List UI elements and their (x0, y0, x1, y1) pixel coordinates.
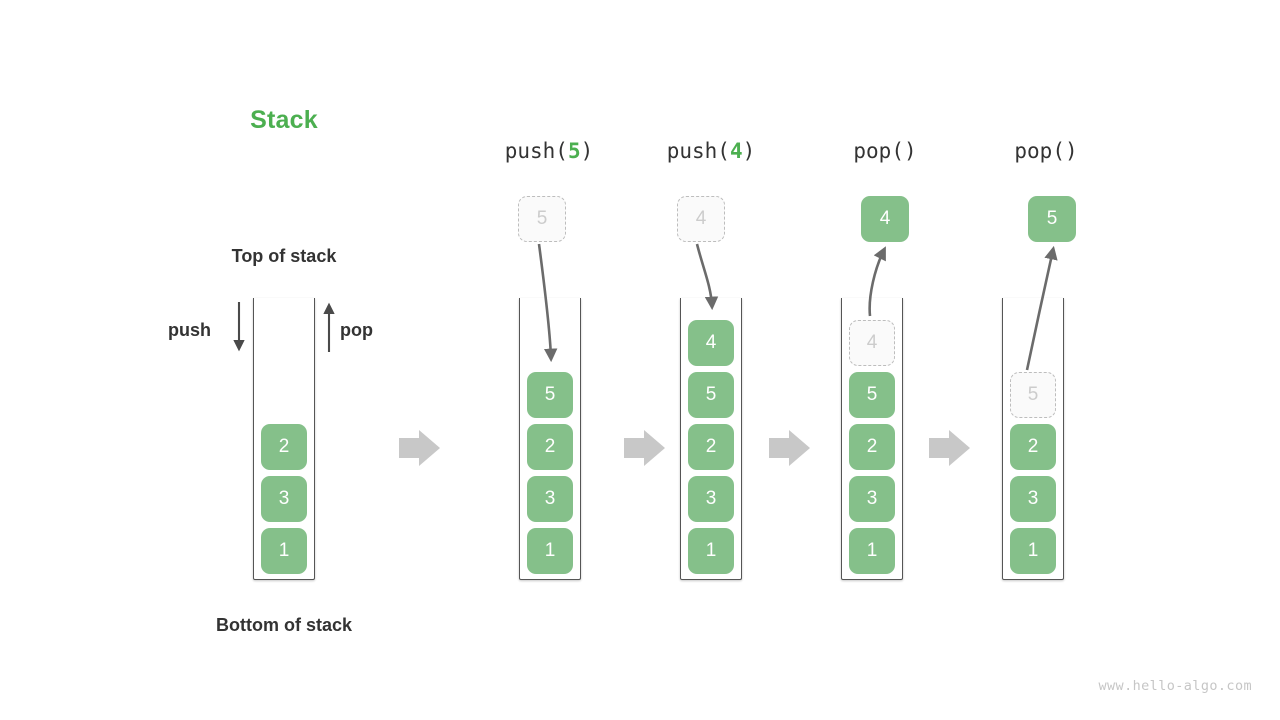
stack-node: 5 (688, 372, 734, 418)
right-block-arrow-icon (624, 430, 665, 466)
watermark: www.hello-algo.com (1098, 678, 1252, 694)
stack-node: 2 (849, 424, 895, 470)
caption-full: pop() (853, 139, 917, 163)
stack-node: 2 (688, 424, 734, 470)
stack-node: 2 (261, 424, 307, 470)
floating-node: 4 (677, 196, 725, 242)
page-title: Stack (250, 106, 318, 134)
caption-argument: 4 (729, 139, 743, 163)
stack-node: 3 (849, 476, 895, 522)
stack-node: 3 (261, 476, 307, 522)
pop-label: pop (340, 320, 373, 340)
stack-node: 3 (688, 476, 734, 522)
stack-node: 1 (688, 528, 734, 574)
caption-prefix: push( (504, 139, 568, 163)
stack-node-removed: 4 (849, 320, 895, 366)
floating-node: 4 (861, 196, 909, 242)
stack-node: 2 (1010, 424, 1056, 470)
operation-caption: push(5) (479, 139, 619, 163)
stack-node: 2 (527, 424, 573, 470)
top-of-stack-label: Top of stack (231, 246, 337, 266)
stack-node: 1 (1010, 528, 1056, 574)
caption-prefix: push( (666, 139, 730, 163)
stack-node-removed: 5 (1010, 372, 1056, 418)
stack-node: 1 (261, 528, 307, 574)
bottom-of-stack-label: Bottom of stack (215, 615, 352, 635)
stack-node: 1 (527, 528, 573, 574)
push-label: push (168, 320, 211, 340)
caption-suffix: ) (580, 139, 594, 163)
right-block-arrow-icon (769, 430, 810, 466)
stack-node: 1 (849, 528, 895, 574)
stack-node: 5 (849, 372, 895, 418)
stack-node: 3 (1010, 476, 1056, 522)
floating-node: 5 (1028, 196, 1076, 242)
stack-node: 5 (527, 372, 573, 418)
right-block-arrow-icon (929, 430, 970, 466)
curved-arrow-down-icon (695, 243, 719, 311)
stack-node: 3 (527, 476, 573, 522)
operation-caption: pop() (976, 139, 1116, 163)
right-block-arrow-icon (399, 430, 440, 466)
caption-full: pop() (1014, 139, 1078, 163)
operation-caption: push(4) (641, 139, 781, 163)
operation-caption: pop() (815, 139, 955, 163)
stack-node: 4 (688, 320, 734, 366)
caption-argument: 5 (567, 139, 581, 163)
caption-suffix: ) (742, 139, 756, 163)
floating-node: 5 (518, 196, 566, 242)
